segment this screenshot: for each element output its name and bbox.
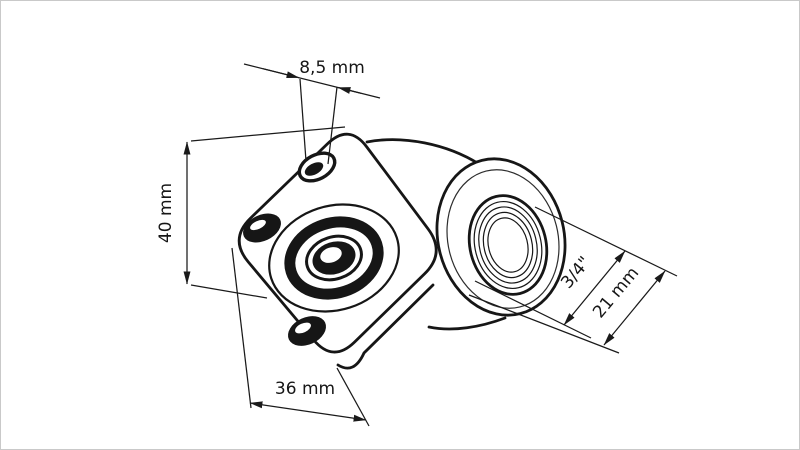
center-bore-highlight [320, 247, 342, 263]
dim-label-hole-spacing: 36 mm [275, 379, 335, 399]
extension-line [231, 247, 252, 409]
bolt-hole-top [297, 151, 337, 183]
flange-thickness-edge [336, 283, 435, 370]
extension-line [534, 206, 678, 277]
dim-flange-height: 40 mm [156, 126, 346, 299]
thread-line [478, 206, 538, 284]
dimension-arrow [337, 86, 362, 94]
extension-line [327, 86, 338, 165]
dimension-line [249, 401, 367, 422]
dim-label-bore-diameter: 21 mm [589, 263, 643, 322]
bolt-hole-bottom [287, 316, 327, 346]
cylinder-bottom-edge [427, 316, 507, 331]
bolt-hole-bottom-highlight [295, 322, 311, 334]
extension-line [190, 284, 268, 299]
bolt-hole-top-shadow [304, 162, 324, 176]
thread-line [482, 211, 534, 279]
bore-threads [473, 200, 543, 290]
boss-counterbore-ring [284, 216, 384, 300]
part-view [237, 132, 573, 370]
dimension-arrow [262, 68, 300, 79]
bolt-hole-bottom-body [287, 316, 327, 346]
bolt-hole-left [243, 213, 281, 243]
extension-line [190, 126, 346, 142]
bolt-hole-left-highlight [250, 219, 266, 231]
extension-line [474, 280, 592, 339]
cylinder-face-rim [446, 169, 560, 309]
bolt-hole-left-body [243, 213, 281, 243]
extension-line [468, 294, 620, 354]
cylinder-top-edge [365, 138, 481, 166]
thread-line [487, 217, 529, 273]
dimension-line [563, 250, 626, 326]
dimension-line [603, 270, 666, 346]
dim-label-flange-height: 40 mm [156, 183, 176, 243]
dim-hole-spacing: 36 mm [231, 247, 370, 427]
extension-line [299, 78, 307, 162]
dim-hole-diameter: 8,5 mm [243, 58, 381, 165]
center-boss [268, 203, 400, 313]
extension-line [336, 367, 370, 427]
dim-label-hole-diameter: 8,5 mm [299, 58, 365, 78]
thread-line [473, 200, 543, 290]
